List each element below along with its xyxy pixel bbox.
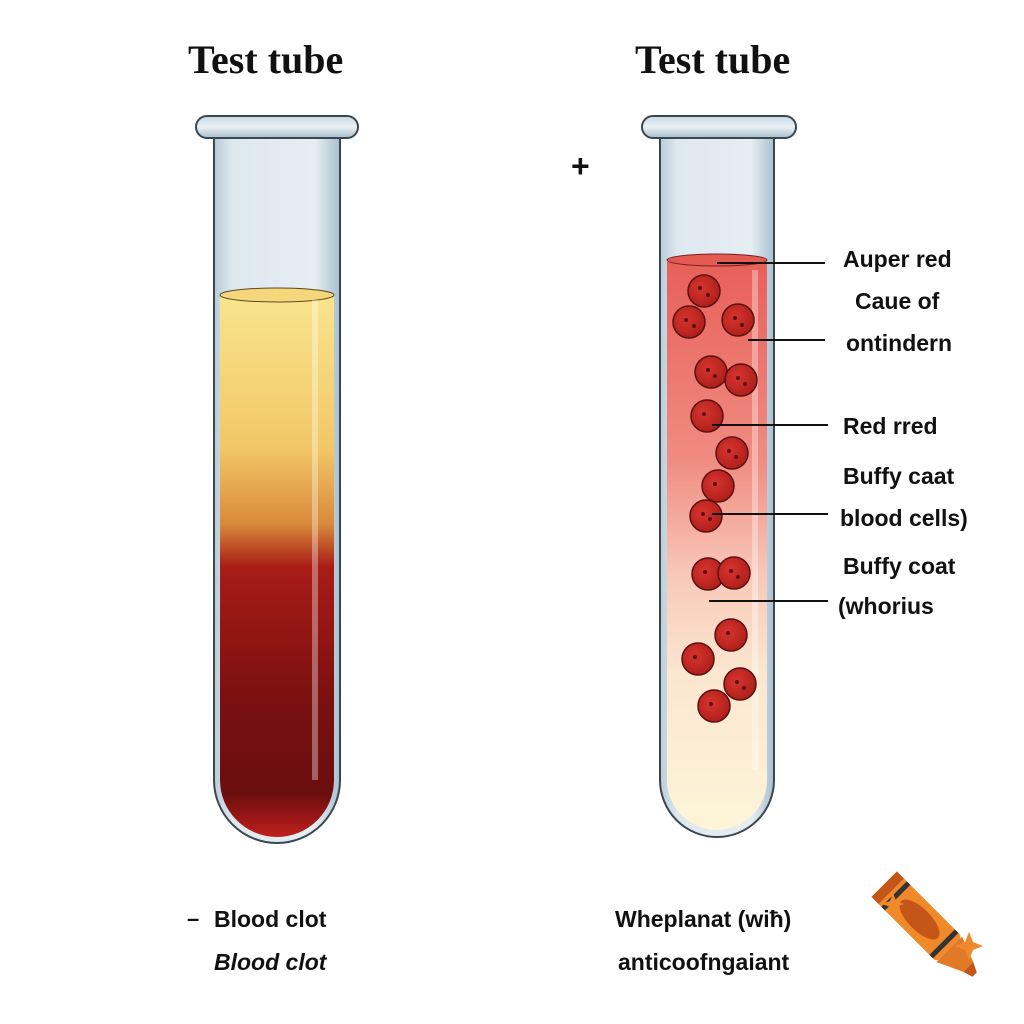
label-whorius: (whorius: [838, 593, 934, 619]
left-test-tube: [195, 115, 359, 844]
label-auper-red: Auper red: [843, 246, 952, 272]
plus-sign: +: [571, 148, 590, 184]
label-blood-cells: blood cells): [840, 505, 968, 531]
minus-sign: –: [187, 906, 200, 931]
sparkle-icons: [882, 893, 983, 960]
label-caue-of: Caue of: [855, 288, 940, 314]
label-leader-lines: [709, 262, 828, 602]
right-test-tube: [641, 115, 828, 838]
left-tube-title: Test tube: [188, 37, 344, 82]
crayon-icon: [871, 871, 977, 977]
label-buffy-caat: Buffy caat: [843, 463, 955, 489]
label-buffy-coat: Buffy coat: [843, 553, 956, 579]
red-blood-cells: [672, 274, 758, 723]
label-blood-clot: Blood clot: [214, 906, 327, 932]
right-tube-title: Test tube: [635, 37, 791, 82]
label-whole-plasma: Wheplanat (wiħ): [615, 906, 792, 932]
label-red-rred: Red rred: [843, 413, 938, 439]
label-anticoagulant: anticoofngaiant: [618, 949, 790, 975]
label-blood-clot-italic: Blood clot: [214, 949, 327, 975]
label-ontindern: ontindern: [846, 330, 953, 356]
